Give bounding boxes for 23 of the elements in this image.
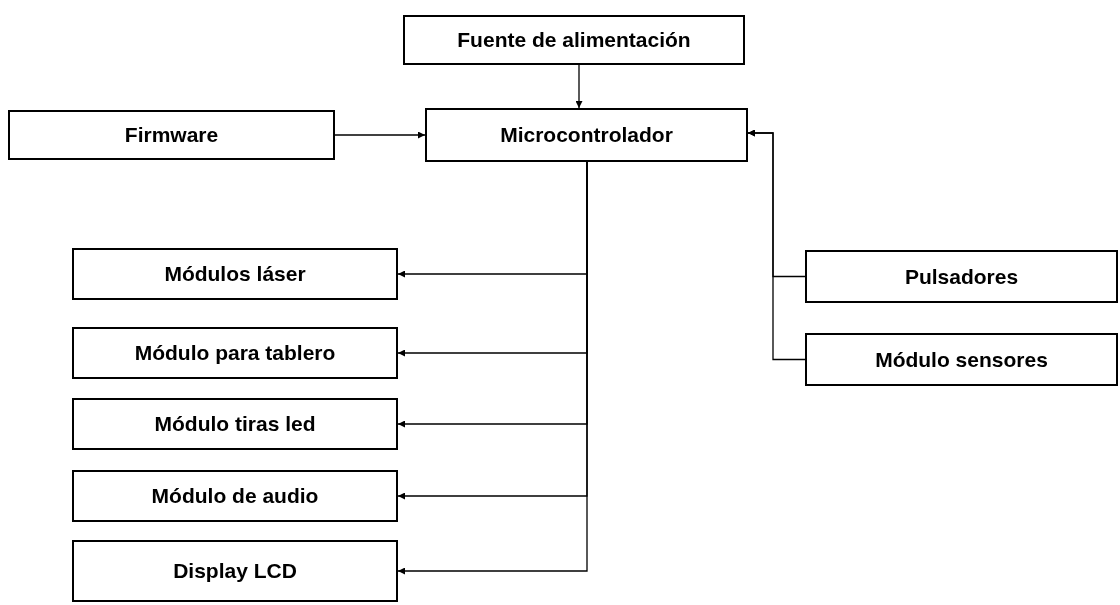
box-label: Fuente de alimentación xyxy=(457,28,691,52)
process-box xyxy=(72,398,398,450)
box-label: Módulo de audio xyxy=(151,484,319,508)
process-box xyxy=(403,15,745,65)
box-label: Módulo sensores xyxy=(875,347,1048,372)
process-box xyxy=(425,108,748,162)
process-box xyxy=(805,250,1118,303)
process-box xyxy=(72,540,398,602)
box-label: Módulo tiras led xyxy=(154,412,316,436)
process-box xyxy=(72,327,398,379)
process-box xyxy=(805,333,1118,386)
box-label: Microcontrolador xyxy=(500,123,673,147)
process-box xyxy=(72,470,398,522)
box-label: Módulo para tablero xyxy=(134,341,336,365)
arrow xyxy=(575,64,583,109)
box-label: Módulos láser xyxy=(164,262,306,286)
arrow xyxy=(747,129,806,361)
process-box xyxy=(8,110,335,160)
box-label: Pulsadores xyxy=(904,264,1019,289)
arrow xyxy=(334,131,426,139)
process-box xyxy=(72,248,398,300)
box-label: Firmware xyxy=(124,123,219,147)
box-label: Display LCD xyxy=(173,559,297,583)
